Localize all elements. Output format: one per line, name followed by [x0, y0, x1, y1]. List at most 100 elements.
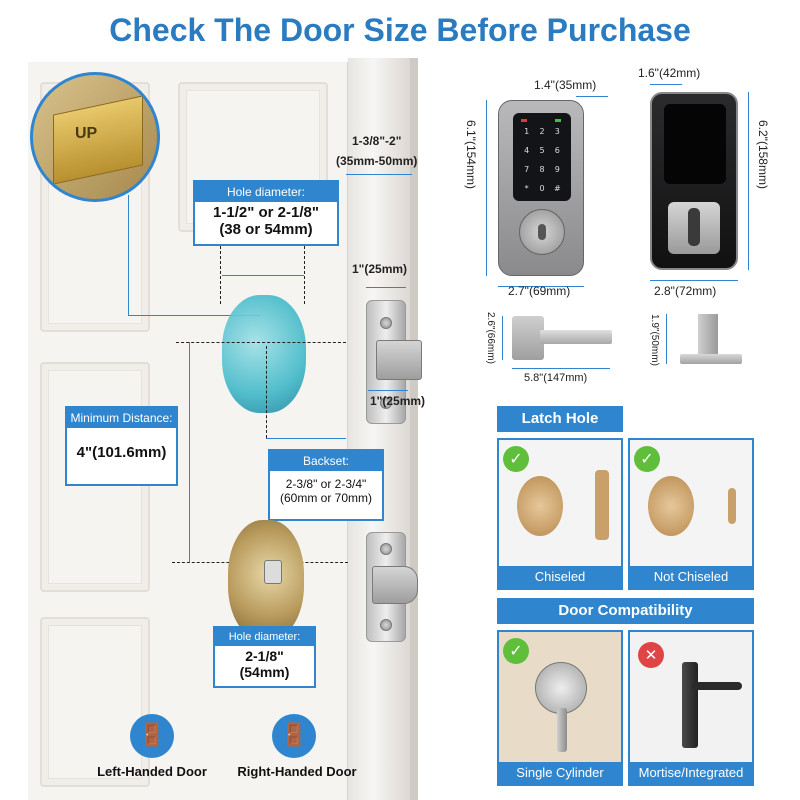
deadbolt-bore-hole: [222, 295, 306, 413]
status-led-green: [555, 119, 561, 122]
interior-width-bottom-arrow: [650, 280, 738, 281]
interior-height-arrow: [748, 92, 749, 270]
check-icon: ✓: [503, 446, 529, 472]
latch-bolt: [372, 566, 418, 604]
hole-diameter-bottom-callout: Hole diameter: 2-1/8" (54mm): [213, 626, 316, 688]
backset-line2: (60mm or 70mm): [279, 491, 372, 505]
hole-diameter-top-line1: 1-1/2" or 2-1/8": [213, 204, 319, 221]
zoom-leader-line: [128, 195, 129, 315]
latch-bottom-dimension: 1"(25mm): [370, 394, 426, 408]
battery-cover: [664, 104, 726, 184]
exterior-width-bottom-arrow: [498, 286, 584, 287]
exterior-width-top-arrow: [576, 96, 608, 97]
right-handed-door-icon: 🚪: [272, 714, 316, 758]
left-handed-door-icon: 🚪: [130, 714, 174, 758]
single-cylinder-card: ✓ Single Cylinder: [497, 630, 623, 786]
keypad-key: 3: [554, 127, 560, 136]
latch-top-arrow: [366, 287, 406, 288]
latch-plate-image: [53, 95, 143, 185]
minimum-distance-value: 4"(101.6mm): [76, 444, 167, 461]
exterior-height-label: 6.1"(154mm): [464, 120, 478, 189]
dimension-guide: [220, 246, 221, 304]
callout-heading: Minimum Distance:: [67, 408, 176, 428]
status-led-red: [521, 119, 527, 122]
door-edge: [348, 58, 410, 800]
dimension-guide: [304, 246, 305, 304]
right-handed-door-label: Right-Handed Door: [237, 764, 357, 779]
lever-height-arrow: [502, 316, 503, 360]
up-marker: UP: [75, 125, 98, 142]
door-frame: [410, 58, 418, 800]
lever-width-label: 5.8"(147mm): [524, 372, 588, 384]
interior-width-bottom-label: 2.8"(72mm): [654, 284, 717, 298]
exterior-height-arrow: [486, 100, 487, 276]
backset-arrow: [266, 438, 346, 439]
key-image: [557, 708, 567, 752]
lever-rose: [512, 316, 544, 360]
exterior-width-bottom-label: 2.7"(69mm): [508, 284, 571, 298]
not-chiseled-edge-image: [728, 488, 736, 524]
hole-diameter-bottom-line1: 2-1/8": [245, 648, 284, 664]
thumb-turn-knob: [688, 208, 700, 246]
cross-icon: ✕: [638, 642, 664, 668]
not-chiseled-card: ✓ Not Chiseled: [628, 438, 754, 590]
lever-height-label: 2.6"(66mm): [485, 312, 496, 364]
zoom-leader-line: [128, 315, 260, 316]
screw: [380, 543, 392, 555]
backset-callout: Backset: 2-3/8" or 2-3/4" (60mm or 70mm): [268, 449, 384, 521]
minimum-distance-callout: Minimum Distance: 4"(101.6mm): [65, 406, 178, 486]
dimension-guide: [176, 342, 346, 343]
latch-hole-heading: Latch Hole: [497, 406, 623, 432]
check-icon: ✓: [634, 446, 660, 472]
screw: [380, 397, 392, 409]
callout-heading: Hole diameter:: [215, 628, 314, 646]
cylinder-image: [535, 662, 587, 714]
hole-diameter-top-line2: (38 or 54mm): [219, 221, 313, 238]
screw: [380, 619, 392, 631]
hole-diameter-top-callout: Hole diameter: 1-1/2" or 2-1/8" (38 or 5…: [193, 180, 339, 246]
keypad-key: 7: [524, 165, 530, 174]
hole-diameter-bottom-line2: (54mm): [239, 664, 290, 680]
screw: [380, 317, 392, 329]
bore-hole-image: [517, 476, 563, 536]
door-thickness-label: 1-3/8"-2": [352, 134, 402, 148]
latch-top-dimension: 1"(25mm): [352, 262, 408, 276]
latch-bottom-arrow: [368, 390, 408, 391]
keypad-key: 9: [554, 165, 560, 174]
chiseled-edge-image: [595, 470, 609, 540]
keypad-key: 1: [524, 127, 530, 136]
keypad-key: 4: [524, 146, 530, 155]
deadbolt-bolt: [376, 340, 422, 380]
key-cylinder: [519, 209, 565, 255]
keypad-key: 5: [539, 146, 545, 155]
page-title: Check The Door Size Before Purchase: [109, 12, 691, 48]
left-handed-door-label: Left-Handed Door: [97, 764, 207, 779]
thumb-turn: [668, 202, 720, 254]
check-icon: ✓: [503, 638, 529, 664]
keypad-key: 2: [539, 127, 545, 136]
mortise-label: Mortise/Integrated: [630, 762, 752, 784]
bore-hole-image: [648, 476, 694, 536]
latch-zoom-detail: UP: [30, 72, 160, 202]
interior-depth-top-arrow: [650, 84, 682, 85]
minimum-distance-arrow: [189, 342, 190, 562]
interior-lock: [650, 92, 738, 270]
door-thickness-metric: (35mm-50mm): [336, 154, 418, 168]
keypad-key: 6: [554, 146, 560, 155]
dimension-guide: [266, 346, 267, 438]
keypad-key: #: [553, 184, 561, 193]
interior-height-label: 6.2"(158mm): [756, 120, 770, 189]
latch-mechanism: [264, 560, 282, 584]
door-panel: [40, 617, 150, 787]
not-chiseled-label: Not Chiseled: [630, 566, 752, 588]
mortise-lever-image: [692, 682, 742, 690]
callout-heading: Hole diameter:: [195, 182, 337, 202]
door-thickness-arrow: [346, 174, 412, 175]
callout-heading: Backset:: [270, 451, 382, 471]
single-cylinder-label: Single Cylinder: [499, 762, 621, 784]
latch-bore-hole: [228, 520, 304, 640]
door-compatibility-heading: Door Compatibility: [497, 598, 754, 624]
hole-top-width-arrow: [222, 275, 304, 276]
